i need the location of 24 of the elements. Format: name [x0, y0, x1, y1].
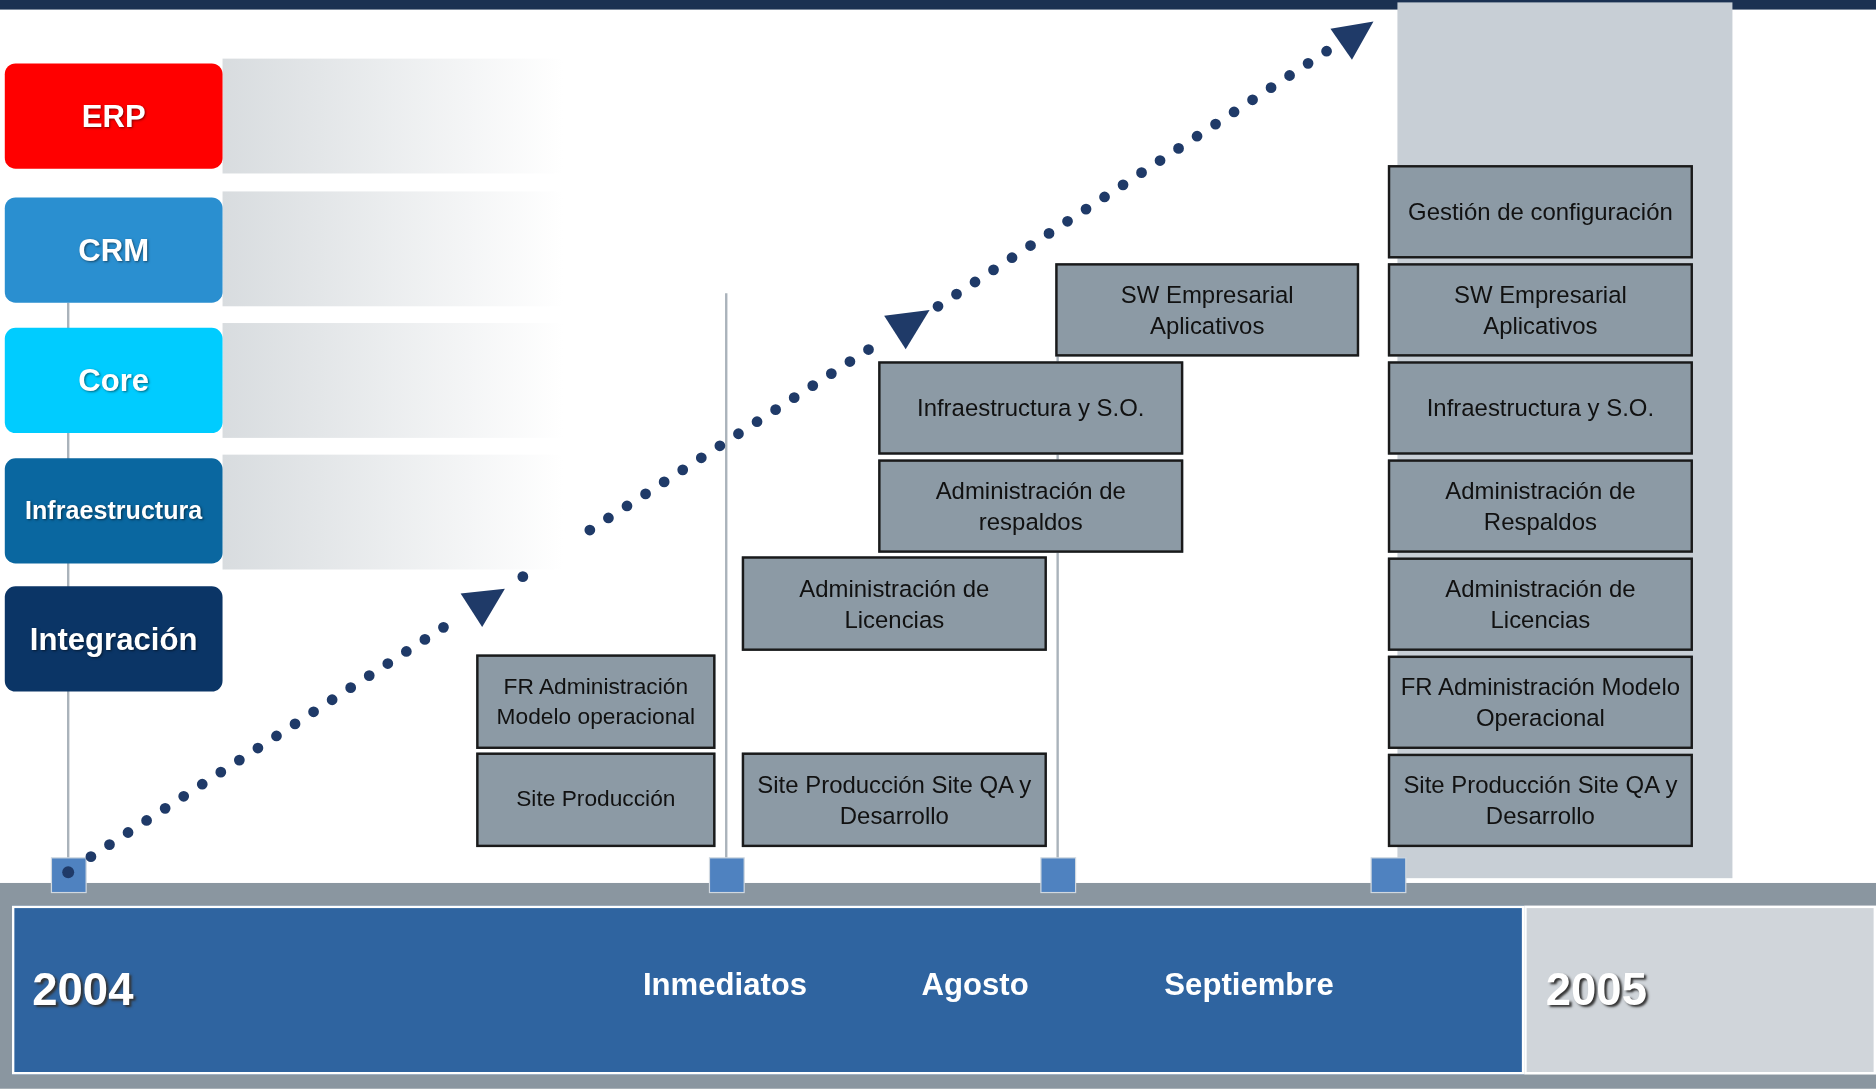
category-tab: ERP	[4, 63, 223, 169]
category-tab: Integración	[4, 586, 223, 692]
task-box: Site Producción Site QA y Desarrollo	[1387, 753, 1693, 848]
task-box: Administración de Licencias	[741, 556, 1047, 651]
category-tab: Infraestructura	[4, 458, 223, 564]
task-box: Infraestructura y S.O.	[878, 361, 1184, 455]
category-tab: Core	[4, 327, 223, 434]
task-box: Site Producción Site QA y Desarrollo	[741, 752, 1047, 848]
year-label: 2005	[1545, 964, 1647, 1016]
period-label: Agosto	[921, 966, 1029, 1004]
task-box: FR Administración Modelo operacional	[476, 654, 716, 749]
task-box: Administración de Respaldos	[1387, 459, 1693, 553]
year-label: 2004	[32, 964, 134, 1016]
category-tab: CRM	[4, 197, 223, 303]
task-box: Infraestructura y S.O.	[1387, 361, 1693, 455]
task-box: SW Empresarial Aplicativos	[1055, 263, 1360, 357]
period-label: Inmediatos	[642, 966, 808, 1004]
task-box: FR Administración Modelo Operacional	[1387, 655, 1693, 749]
period-label: Septiembre	[1164, 966, 1334, 1004]
task-box: Administración de respaldos	[878, 459, 1184, 553]
task-box: Administración de Licencias	[1387, 557, 1693, 651]
task-box: Gestión de configuración	[1387, 165, 1693, 259]
task-box: Site Producción	[476, 752, 716, 848]
task-box: SW Empresarial Aplicativos	[1387, 263, 1693, 357]
